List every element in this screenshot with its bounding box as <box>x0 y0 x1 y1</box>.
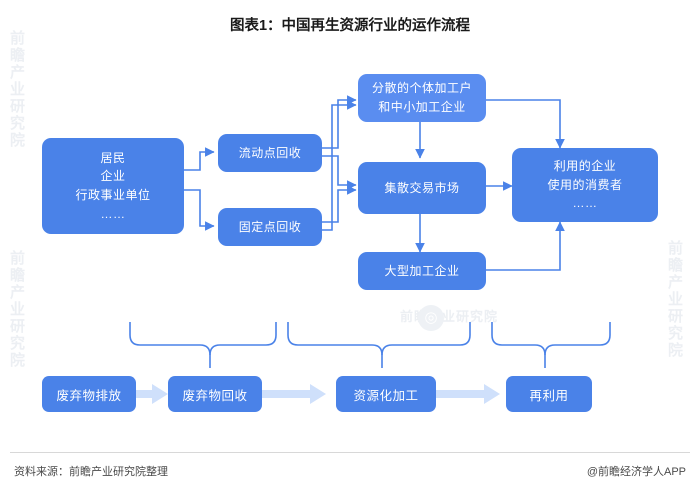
node-small-processors-line-1: 分散的个体加工户 <box>371 81 472 96</box>
node-source-line-2: 企业 <box>100 169 126 184</box>
chain-item-2[interactable]: 资源化加工 <box>336 376 436 412</box>
node-small-processors-line-2: 和中小加工企业 <box>378 100 466 114</box>
chain-item-3[interactable]: 再利用 <box>506 376 592 412</box>
watermark: 前瞻产业研究院 <box>8 250 25 369</box>
node-consumers-line-1: 利用的企业 <box>553 159 617 174</box>
node-mobile-recycle[interactable]: 流动点回收 <box>218 134 322 172</box>
chain-item-2-label: 资源化加工 <box>353 388 419 403</box>
node-market[interactable]: 集散交易市场 <box>358 162 486 214</box>
node-large-processors-label: 大型加工企业 <box>384 263 460 278</box>
node-fixed-recycle-label: 固定点回收 <box>238 219 302 234</box>
node-source[interactable]: 居民 企业 行政事业单位 …… <box>42 138 184 234</box>
chain-item-3-label: 再利用 <box>529 388 569 403</box>
chain-item-1-label: 废弃物回收 <box>182 388 248 403</box>
node-consumers[interactable]: 利用的企业 使用的消费者 …… <box>512 148 658 222</box>
node-market-label: 集散交易市场 <box>384 180 460 195</box>
chain-item-0-label: 废弃物排放 <box>56 388 122 403</box>
node-source-line-1: 居民 <box>100 150 126 165</box>
node-large-processors[interactable]: 大型加工企业 <box>358 252 486 290</box>
node-source-line-4: …… <box>100 206 126 221</box>
node-consumers-line-2: 使用的消费者 <box>547 177 623 192</box>
watermark: 前瞻产业研究院 <box>666 240 683 359</box>
watermark: 前瞻产业研究院 <box>400 309 499 324</box>
footer-divider <box>10 452 690 453</box>
node-fixed-recycle[interactable]: 固定点回收 <box>218 208 322 246</box>
node-small-processors[interactable]: 分散的个体加工户 和中小加工企业 <box>358 74 486 122</box>
chain-item-1[interactable]: 废弃物回收 <box>168 376 262 412</box>
app-watermark: @前瞻经济学人APP <box>586 466 686 478</box>
watermark: 前瞻产业研究院 <box>8 30 25 149</box>
chain-item-0[interactable]: 废弃物排放 <box>42 376 136 412</box>
source-note: 资料来源：前瞻产业研究院整理 <box>14 466 168 478</box>
node-mobile-recycle-label: 流动点回收 <box>238 145 302 160</box>
chart-title: 图表1：中国再生资源行业的运作流程 <box>229 18 471 34</box>
watermark-logo-icon: ◎ <box>418 305 444 331</box>
node-consumers-line-3: …… <box>572 196 598 211</box>
node-source-line-3: 行政事业单位 <box>75 188 151 202</box>
